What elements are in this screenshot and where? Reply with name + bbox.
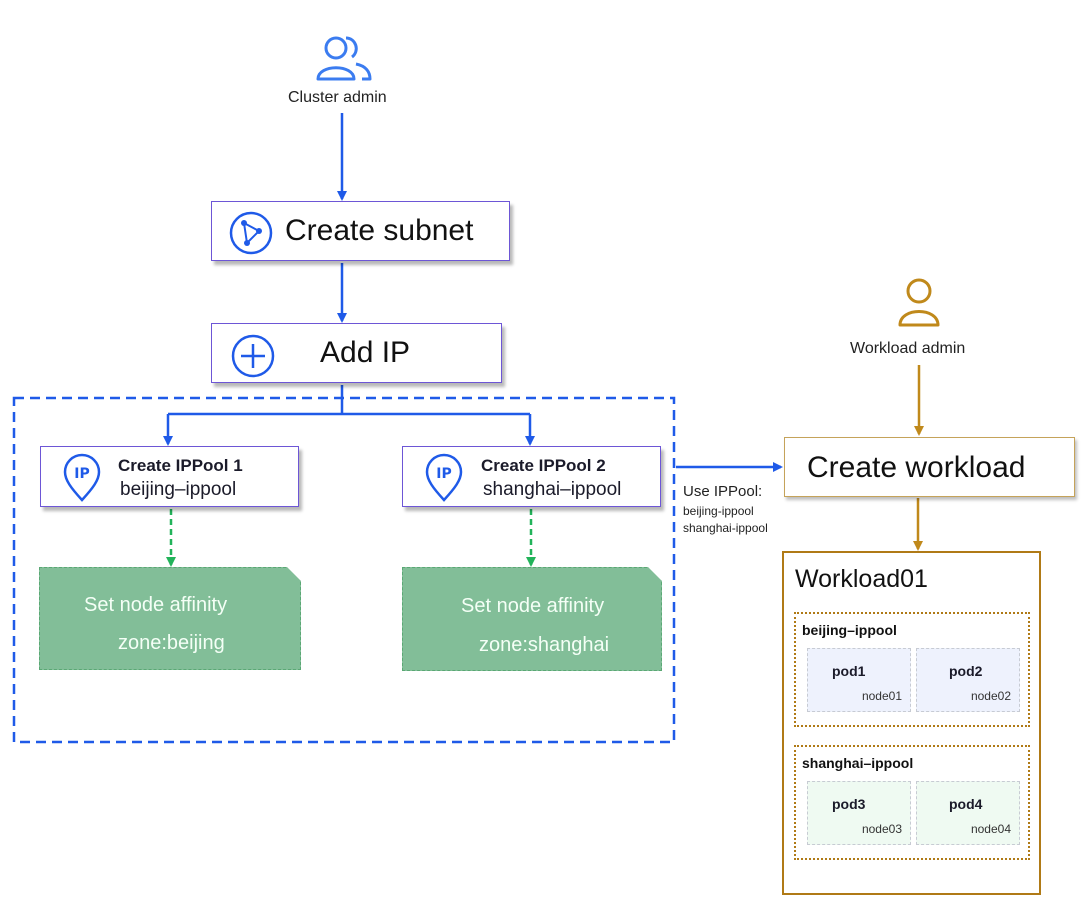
ippool-group-frame: [12, 396, 676, 744]
affinity-note-beijing: Set node affinity zone:beijing: [39, 567, 301, 670]
workload01-title: Workload01: [795, 565, 928, 593]
pod-name: pod4: [949, 796, 983, 812]
affinity-note-shanghai-line1: Set node affinity: [461, 595, 605, 617]
cluster-admin-label: Cluster admin: [288, 89, 387, 106]
pod-node: node01: [861, 689, 902, 703]
add-ip-label: Add IP: [320, 336, 411, 369]
pod-name: pod2: [949, 663, 983, 679]
pod-card: pod1 node01: [807, 648, 911, 712]
workload01-panel: Workload01 beijing–ippool pod1 node01 po…: [782, 551, 1041, 895]
arrow-addip-branch: [168, 385, 530, 416]
create-workload-label: Create workload: [807, 451, 1026, 484]
cluster-admin-icon: [312, 33, 376, 83]
pod-node: node04: [970, 822, 1011, 836]
affinity-note-shanghai-line2: zone:shanghai: [479, 634, 610, 656]
ippool-group-beijing-label: beijing–ippool: [802, 622, 897, 638]
pod-card: pod3 node03: [807, 781, 911, 845]
ippool-1-box: IP Create IPPool 1 beijing–ippool: [40, 446, 299, 507]
ip-pin-icon: IP: [62, 453, 102, 503]
create-subnet-box: Create subnet: [211, 201, 510, 261]
use-ippool-item: shanghai-ippool: [683, 521, 768, 535]
pod-node: node02: [970, 689, 1011, 703]
use-ippool-title: Use IPPool:: [683, 483, 763, 500]
add-ip-box: Add IP: [211, 323, 502, 383]
ippool-group-shanghai-label: shanghai–ippool: [802, 755, 914, 771]
ippool-2-title: Create IPPool 2: [481, 456, 606, 475]
ippool-2-box: IP Create IPPool 2 shanghai–ippool: [402, 446, 661, 507]
ippool-group-shanghai: shanghai–ippool pod3 node03 pod4 node04: [794, 745, 1030, 860]
ip-pin-icon: IP: [424, 453, 464, 503]
svg-text:IP: IP: [74, 466, 89, 482]
pod-name: pod3: [832, 796, 866, 812]
affinity-note-beijing-line2: zone:beijing: [118, 632, 225, 654]
affinity-note-shanghai: Set node affinity zone:shanghai: [402, 567, 662, 671]
plus-circle-icon: [230, 333, 276, 379]
workload-admin-label: Workload admin: [850, 340, 966, 357]
create-workload-box: Create workload: [784, 437, 1075, 497]
subnet-icon: [228, 210, 274, 256]
svg-text:IP: IP: [436, 466, 451, 482]
ippool-1-name: beijing–ippool: [120, 479, 237, 500]
ippool-group-beijing: beijing–ippool pod1 node01 pod2 node02: [794, 612, 1030, 727]
ippool-1-title: Create IPPool 1: [118, 456, 243, 475]
use-ippool-item: beijing-ippool: [683, 504, 754, 518]
pod-node: node03: [861, 822, 902, 836]
workload-admin-icon: [897, 276, 941, 328]
ippool-2-name: shanghai–ippool: [483, 479, 622, 500]
create-subnet-label: Create subnet: [285, 214, 474, 247]
pod-card: pod4 node04: [916, 781, 1020, 845]
pod-card: pod2 node02: [916, 648, 1020, 712]
affinity-note-beijing-line1: Set node affinity: [84, 594, 228, 616]
pod-name: pod1: [832, 663, 866, 679]
